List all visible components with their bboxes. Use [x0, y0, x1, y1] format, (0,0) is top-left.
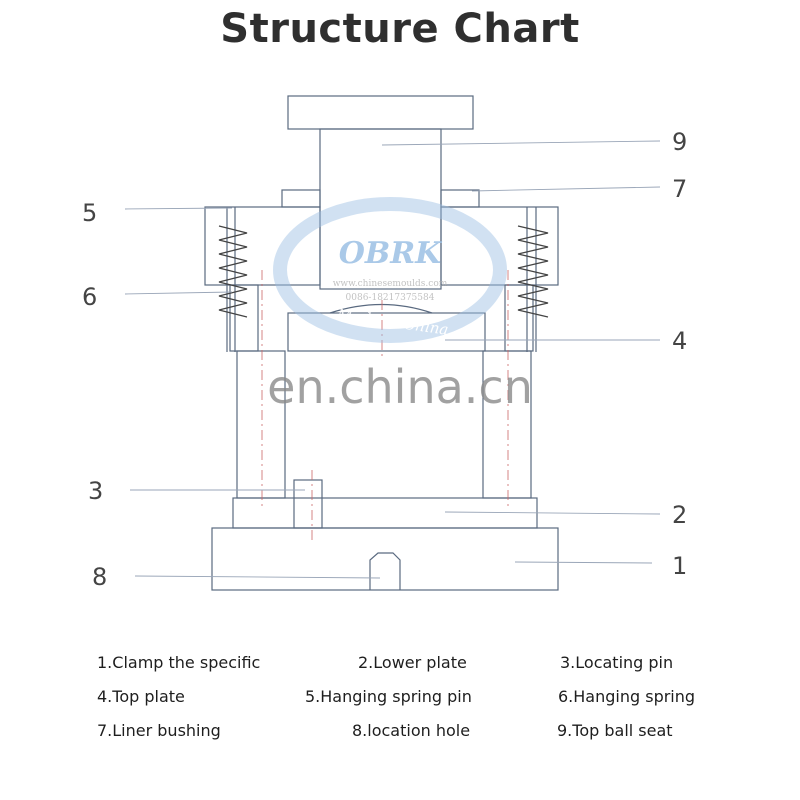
callout-1: 1 — [672, 552, 687, 580]
top-ball-seat-cap — [287, 95, 474, 130]
callout-5: 5 — [82, 199, 97, 227]
ball-seat-dome — [329, 303, 433, 314]
callout-4: 4 — [672, 327, 687, 355]
legend-item-5: 5.Hanging spring pin — [305, 687, 472, 706]
watermark-site-text: en.china.cn — [267, 360, 533, 414]
legend-item-4: 4.Top plate — [97, 687, 185, 706]
legend-item-3: 3.Locating pin — [560, 653, 674, 672]
leader-1 — [514, 561, 653, 564]
callout-3: 3 — [88, 477, 103, 505]
leader-2 — [444, 511, 661, 515]
leader-7 — [471, 186, 661, 192]
watermark-url: www.chinesemoulds.com — [333, 279, 448, 289]
leader-9 — [381, 140, 661, 146]
liner-bushing-left — [281, 189, 321, 208]
legend-item-7: 7.Liner bushing — [97, 721, 221, 740]
clamp-base — [211, 527, 559, 591]
location-hole — [369, 552, 401, 590]
watermark-phone: 0086-18217375584 — [346, 293, 435, 303]
legend-item-1: 1.Clamp the specific — [97, 653, 261, 672]
spring-housing-left — [204, 206, 321, 286]
spring-housing-right — [440, 206, 559, 286]
obrk-watermark: OBRK www.chinesemoulds.com 0086-18217375… — [273, 197, 507, 343]
callout-7: 7 — [672, 175, 687, 203]
callout-9: 9 — [672, 128, 687, 156]
hanging-spring-right — [517, 225, 549, 318]
hanging-spring-left — [218, 225, 248, 318]
page-title: Structure Chart — [220, 6, 580, 52]
callout-8: 8 — [92, 563, 107, 591]
guide-column-right-upper — [504, 284, 534, 352]
top-plate — [287, 312, 486, 352]
callout-6: 6 — [82, 283, 97, 311]
leader-5 — [124, 207, 233, 210]
watermark-logo-text: OBRK — [339, 236, 443, 271]
guide-column-left-upper — [229, 284, 259, 352]
callout-2: 2 — [672, 501, 687, 529]
legend-item-6: 6.Hanging spring — [558, 687, 696, 706]
legend-item-9: 9.Top ball seat — [557, 721, 673, 740]
leader-8 — [134, 575, 381, 579]
leader-6 — [124, 291, 233, 295]
locating-pin — [293, 479, 323, 529]
legend-item-2: 2.Lower plate — [358, 653, 467, 672]
legend-item-8: 8.location hole — [352, 721, 471, 740]
liner-bushing-right — [440, 189, 480, 208]
lower-plate — [232, 497, 538, 529]
